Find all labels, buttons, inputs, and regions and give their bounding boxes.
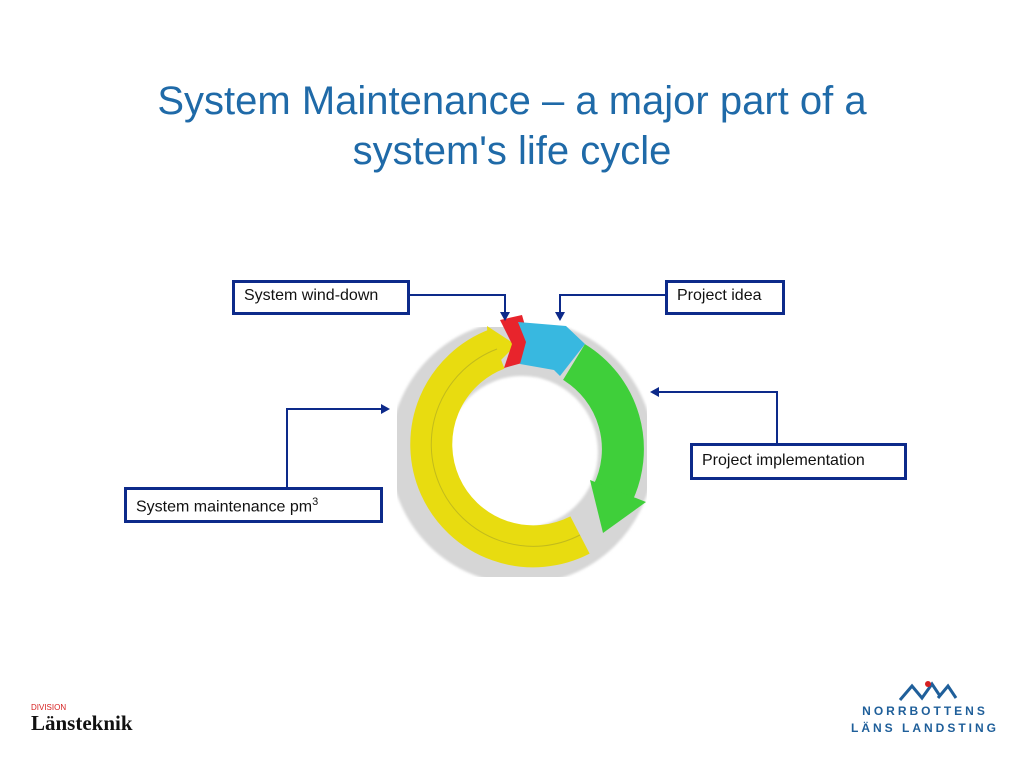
slide-title-line-2: system's life cycle — [352, 129, 672, 173]
wind-down-connector — [410, 294, 510, 321]
project-implementation-text: Project implementation — [702, 452, 865, 469]
project-implementation-label: Project implementation — [690, 443, 907, 480]
system-wind-down-label: System wind-down — [232, 280, 410, 315]
org-name-line-2: LÄNS LANDSTING — [851, 721, 999, 735]
system-maintenance-superscript: 3 — [312, 496, 319, 508]
idea-connector — [555, 294, 665, 321]
maintenance-connector — [286, 404, 390, 487]
project-idea-text: Project idea — [677, 287, 762, 304]
project-idea-label: Project idea — [665, 280, 785, 315]
slide-title: System Maintenance – a major part of a s… — [0, 76, 1024, 176]
system-wind-down-text: System wind-down — [244, 287, 379, 304]
division-name: Länsteknik — [31, 711, 133, 735]
org-name-line-1: NORRBOTTENS — [862, 704, 988, 718]
maintenance-arc — [410, 329, 590, 568]
system-maintenance-label: System maintenance pm3 — [124, 487, 383, 523]
norrbotten-wave-logo-icon — [898, 681, 958, 701]
cycle-outer-outline — [430, 348, 581, 547]
implementation-arc — [562, 344, 644, 505]
slide-title-line-1: System Maintenance – a major part of a — [157, 79, 867, 123]
idea-segment — [518, 322, 585, 376]
system-maintenance-text: System maintenance pm — [136, 498, 313, 516]
division-label: DIVISION — [31, 703, 67, 712]
implementation-connector — [650, 387, 778, 443]
maintenance-arc-arrowhead — [487, 326, 516, 372]
implementation-arc-arrowhead — [590, 480, 646, 533]
